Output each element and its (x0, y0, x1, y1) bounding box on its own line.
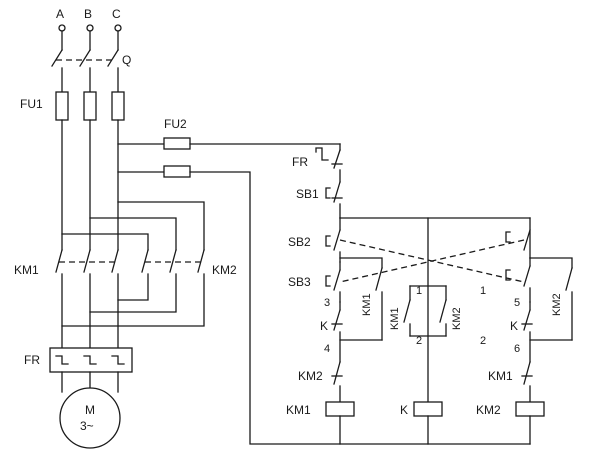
fuse-ctrl-1 (163, 137, 191, 150)
km1-main-contacts (55, 249, 119, 273)
control-circuit: FR SB1 SB2 SB3 (189, 143, 573, 445)
coil-km2 (515, 401, 545, 417)
fr-ctrl-label: FR (292, 155, 308, 169)
motor-label: M (85, 403, 95, 417)
k-left-label: K (320, 319, 328, 333)
km2-interlock-label: KM2 (298, 369, 323, 383)
main-circuit: A B C Q FU1 (14, 7, 237, 449)
phase-b-label: B (84, 7, 92, 21)
km2-main-contacts (141, 249, 205, 273)
node-3: 3 (324, 297, 330, 309)
km1-interlock-label: KM1 (488, 369, 513, 383)
phase-c-label: C (112, 7, 121, 21)
km1-hold-label: KM1 (361, 293, 373, 316)
km2-hold-label: KM2 (551, 293, 563, 316)
node-2a: 2 (416, 335, 422, 347)
coil-km1 (325, 401, 355, 417)
fuse-c (111, 91, 125, 121)
fr-main-label: FR (24, 353, 40, 367)
motor-phase-label: 3~ (80, 419, 94, 433)
switch-q-label: Q (122, 53, 131, 67)
motor (59, 387, 121, 449)
sb3-label: SB3 (288, 275, 311, 289)
terminal-a (58, 24, 66, 32)
node-1b: 1 (480, 285, 486, 297)
sb1-label: SB1 (296, 187, 319, 201)
fuse-b (83, 91, 97, 121)
km2-mid-label: KM2 (451, 307, 463, 330)
terminal-b (86, 24, 94, 32)
sb2-label: SB2 (288, 235, 311, 249)
terminal-c (114, 24, 122, 32)
coil-km2-label: KM2 (476, 403, 501, 417)
coil-k-label: K (400, 403, 408, 417)
coil-km1-label: KM1 (286, 403, 311, 417)
k-right-label: K (510, 319, 518, 333)
node-6: 6 (514, 343, 520, 355)
fuse-ctrl-2 (163, 165, 191, 178)
fu1-label: FU1 (20, 97, 43, 111)
node-2b: 2 (480, 335, 486, 347)
coil-k (413, 401, 443, 417)
node-5: 5 (514, 297, 520, 309)
switch-q (51, 49, 119, 67)
phase-a-label: A (56, 7, 64, 21)
node-4: 4 (324, 343, 330, 355)
fu2-label: FU2 (164, 117, 187, 131)
fuse-a (55, 91, 69, 121)
fr-ctrl-symbol (315, 147, 329, 161)
km1-mid-label: KM1 (389, 307, 401, 330)
km1-main-label: KM1 (14, 263, 39, 277)
km2-main-label: KM2 (212, 263, 237, 277)
node-1a: 1 (416, 285, 422, 297)
